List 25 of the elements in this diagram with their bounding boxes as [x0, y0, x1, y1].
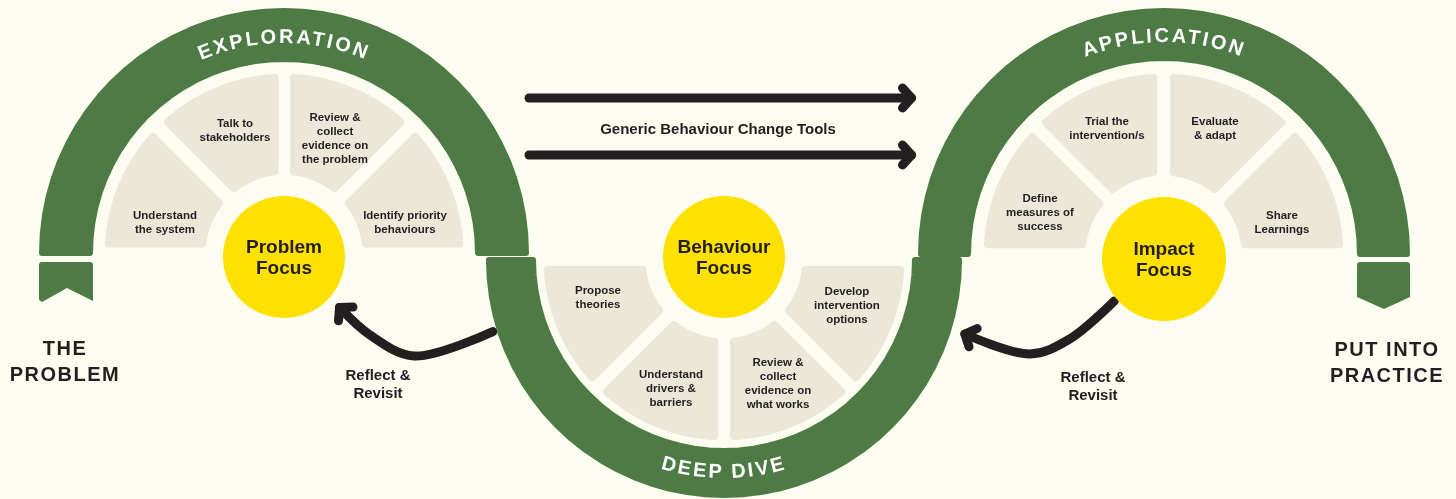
step-text: Develop intervention options — [813, 284, 881, 326]
step-text: Share Learnings — [1253, 208, 1311, 236]
phase-title: DEEP DIVE — [659, 451, 789, 483]
step-text: Review & collect evidence on the problem — [300, 110, 370, 166]
step-text: Understand the system — [132, 208, 198, 236]
step-text: Define measures of success — [1005, 191, 1075, 233]
phase-title: EXPLORATION — [194, 24, 374, 64]
step-text: Review & collect evidence on what works — [743, 355, 813, 411]
stage-label: PUT INTO PRACTICE — [1328, 337, 1446, 388]
phase-title: APPLICATION — [1078, 23, 1249, 61]
step-text: Talk to stakeholders — [198, 116, 272, 144]
stage-label: THE PROBLEM — [8, 336, 122, 387]
arrow — [334, 302, 498, 361]
arrow — [960, 296, 1119, 359]
tools-caption: Generic Behaviour Change Tools — [600, 119, 836, 137]
step-text: Propose theories — [573, 283, 622, 311]
step-text: Understand drivers & barriers — [638, 367, 704, 409]
step-text: Identify priority behaviours — [362, 208, 448, 236]
focus-label: Behaviour Focus — [676, 236, 772, 278]
focus-label: Problem Focus — [245, 236, 323, 278]
arrow — [524, 140, 916, 170]
step-text: Evaluate & adapt — [1190, 114, 1240, 142]
step-text: Trial the intervention/s — [1068, 114, 1146, 142]
focus-label: Impact Focus — [1132, 238, 1196, 280]
arrow — [524, 83, 916, 113]
